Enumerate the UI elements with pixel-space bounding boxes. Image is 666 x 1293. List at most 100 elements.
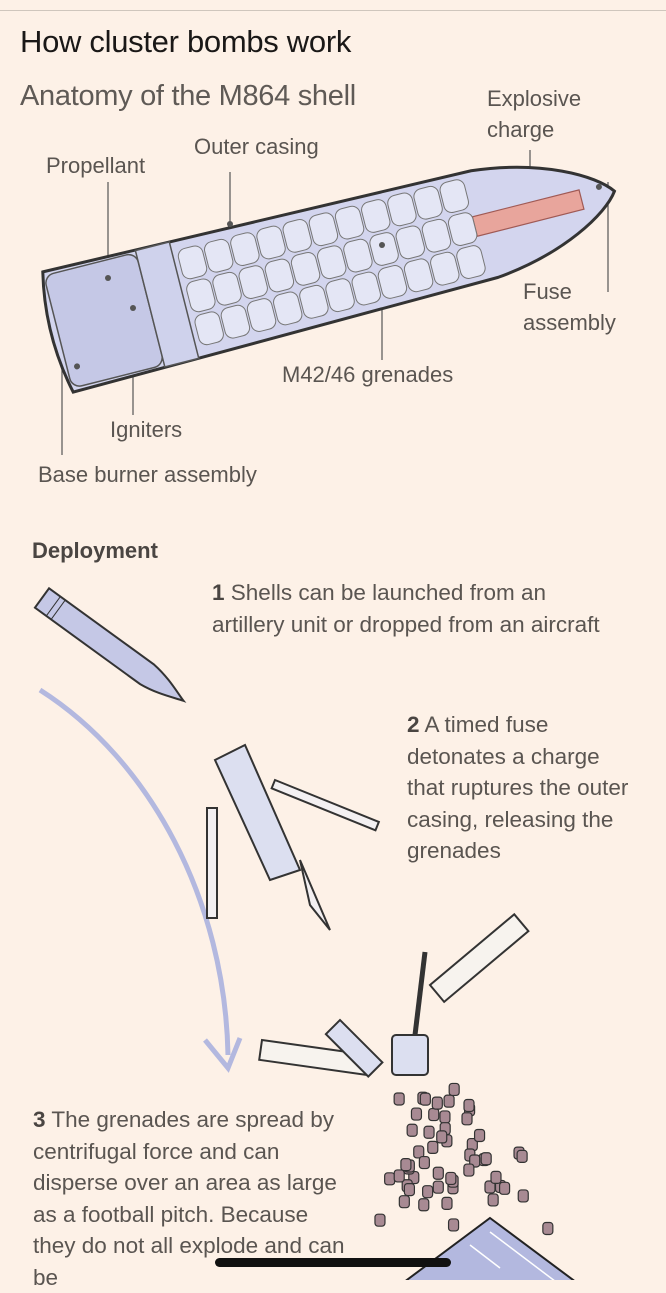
m864-shell (41, 165, 617, 394)
grenade (480, 1152, 492, 1166)
grenade-grid (177, 179, 486, 346)
top-divider (0, 10, 666, 11)
grenade (542, 1221, 554, 1236)
arrowhead-icon (203, 1037, 243, 1073)
grenade (256, 225, 286, 260)
grenade (343, 238, 373, 273)
grenade (463, 1163, 475, 1177)
grenade (393, 1169, 405, 1183)
label-fuse-assembly: Fuse assembly (523, 276, 616, 338)
grenade (447, 212, 478, 246)
grenade (361, 199, 391, 233)
label-propellant: Propellant (46, 153, 146, 178)
page-subtitle: Anatomy of the M864 shell (20, 80, 356, 112)
label-explosive-charge: Explosive charge (487, 83, 581, 145)
grenade (428, 1107, 440, 1122)
grenade (432, 1166, 444, 1180)
step-description: A timed fuse detonates a charge that rup… (407, 712, 629, 863)
grenade (308, 212, 339, 247)
grenade (290, 251, 321, 286)
grenade (461, 1112, 473, 1126)
label-outer-casing: Outer casing (194, 134, 319, 159)
step-3-text: 3 The grenades are spread by centrifugal… (33, 1104, 353, 1293)
grenade (406, 1123, 418, 1137)
deployment-heading: Deployment (32, 538, 158, 563)
step-1-text: 1 Shells can be launched from an artille… (212, 577, 612, 640)
grenade (432, 1180, 444, 1194)
step-number: 1 (212, 580, 225, 605)
step-description: Shells can be launched from an artillery… (212, 580, 600, 637)
grenade (204, 238, 234, 273)
grenade (393, 1092, 405, 1106)
grenade (439, 1110, 451, 1124)
grenade (410, 1107, 423, 1121)
grenade (498, 1181, 511, 1195)
home-indicator[interactable] (215, 1258, 451, 1267)
grenade (436, 1130, 448, 1144)
grenade (186, 278, 216, 313)
grenade (317, 245, 347, 280)
label-line: charge (487, 117, 555, 142)
grenade (413, 185, 443, 220)
page-title: How cluster bombs work (20, 24, 352, 59)
grenade-scatter (374, 1082, 554, 1236)
grenade (422, 1185, 434, 1199)
grenade (403, 1183, 416, 1197)
trajectory-arrow (38, 687, 231, 1056)
grenade (418, 1198, 430, 1212)
grenade (431, 1096, 443, 1110)
grenade (418, 1155, 430, 1170)
grenade (421, 218, 452, 253)
grenade (447, 1218, 460, 1232)
grenade (448, 1082, 460, 1097)
grenade (369, 232, 399, 266)
grenade (516, 1149, 528, 1163)
grenade (384, 1172, 396, 1186)
grenade (463, 1098, 475, 1113)
grenade (334, 205, 365, 240)
grenade (445, 1171, 457, 1186)
step-description: The grenades are spread by centrifugal f… (33, 1107, 345, 1290)
step-number: 2 (407, 712, 420, 737)
grenade (441, 1196, 453, 1210)
grenade (238, 265, 268, 299)
grenade (282, 219, 312, 253)
grenade (395, 225, 425, 260)
grenade (427, 1140, 439, 1155)
grenade (456, 245, 486, 279)
grenade (443, 1094, 455, 1108)
grenade (490, 1170, 502, 1184)
grenade (423, 1125, 435, 1139)
label-line: assembly (523, 310, 616, 335)
grenade (487, 1193, 499, 1207)
football-pitch-icon (405, 1216, 575, 1280)
grenade (400, 1158, 412, 1172)
grenade (387, 192, 417, 227)
grenade (194, 311, 224, 346)
shell-anatomy-illustration (41, 150, 617, 455)
grenade (439, 179, 469, 214)
grenade (264, 258, 295, 293)
grenade (473, 1128, 486, 1143)
label-igniters: Igniters (110, 417, 183, 442)
grenade (377, 265, 408, 299)
grenade (246, 298, 277, 332)
grenade (403, 258, 434, 293)
grenade (351, 271, 381, 306)
grenade (230, 232, 260, 266)
casing-fragments (258, 912, 530, 1078)
step-number: 3 (33, 1107, 46, 1132)
grenade (430, 251, 460, 286)
step-2-text: 2 A timed fuse detonates a charge that r… (407, 709, 632, 867)
label-grenades: M42/46 grenades (282, 362, 454, 387)
label-line: Fuse (523, 279, 572, 304)
grenade (212, 271, 242, 306)
shell-small (33, 586, 187, 703)
grenade (398, 1195, 410, 1209)
grenade (413, 1145, 425, 1159)
grenade (419, 1092, 431, 1106)
grenade (374, 1213, 386, 1227)
label-line: Explosive (487, 86, 582, 111)
grenade (299, 284, 329, 319)
